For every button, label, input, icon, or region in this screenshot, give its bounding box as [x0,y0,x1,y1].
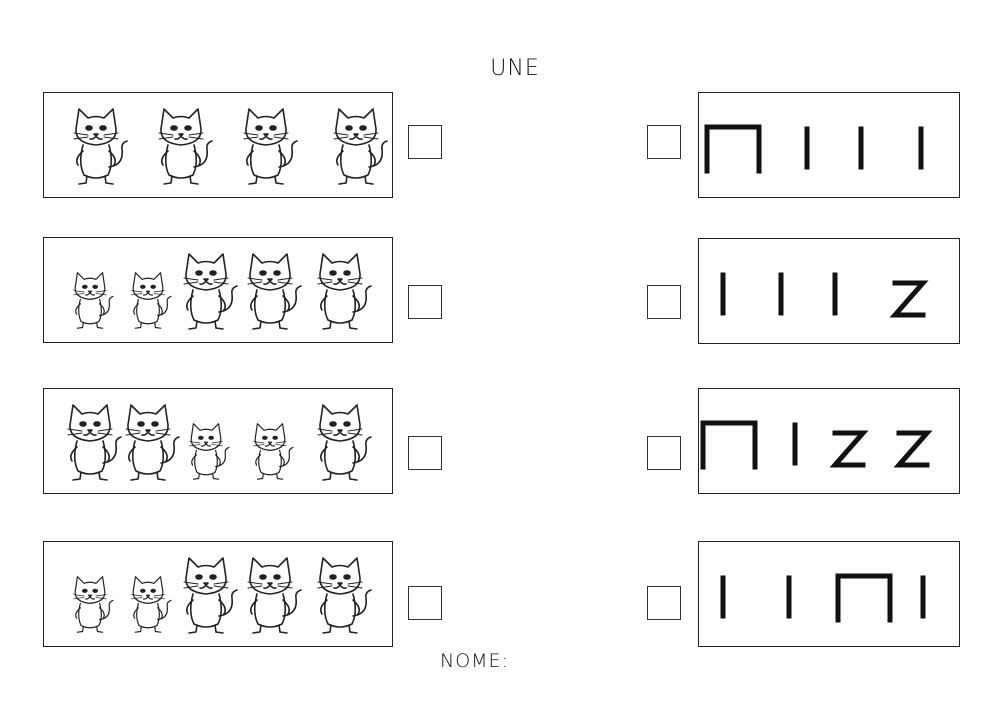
big-cat-icon [183,253,238,330]
big-cat-icon [158,108,213,185]
cat-group-box-3 [43,388,393,494]
symbol-sequence-2 [720,272,929,318]
answer-checkbox-cats-1[interactable] [408,125,442,159]
cat-illustrations-3 [67,404,372,481]
small-cat-icon [189,423,230,480]
answer-checkbox-symbols-1[interactable] [647,125,681,159]
cat-group-box-2 [43,237,393,343]
answer-checkbox-symbols-2[interactable] [647,285,681,319]
cat-group-box-1 [43,92,393,198]
answer-checkbox-symbols-3[interactable] [647,436,681,470]
big-cat-icon [243,108,298,185]
symbol-gate-icon [835,573,893,623]
big-cat-icon [67,404,122,481]
small-cat-icon [131,272,172,329]
big-cat-icon [317,253,372,330]
symbol-group-box-4 [698,541,960,647]
answer-checkbox-cats-3[interactable] [408,436,442,470]
small-cat-icon [253,423,294,480]
worksheet-title: UNE [490,56,540,81]
cat-group-box-4 [43,541,393,647]
answer-checkbox-symbols-4[interactable] [647,586,681,620]
symbol-group-box-2 [698,238,960,344]
symbol-group-box-1 [698,92,960,198]
small-cat-icon [131,576,172,633]
big-cat-icon [317,557,372,634]
symbol-z-icon [889,280,929,318]
big-cat-icon [125,404,180,481]
symbol-gate-icon [704,124,762,174]
big-cat-icon [333,108,388,185]
big-cat-icon [317,404,372,481]
small-cat-icon [73,576,114,633]
symbol-sequence-4 [720,573,926,623]
symbol-z-icon [893,430,933,468]
big-cat-icon [73,108,128,185]
symbol-sequence-1 [704,124,924,174]
symbol-sequence-3 [700,420,933,470]
name-field-label: NOME: [440,650,509,672]
symbol-gate-icon [700,420,758,470]
symbol-z-icon [829,430,869,468]
big-cat-icon [183,557,238,634]
cat-illustrations-2 [73,253,372,330]
big-cat-icon [247,557,302,634]
symbol-group-box-3 [698,388,960,494]
answer-checkbox-cats-2[interactable] [408,285,442,319]
small-cat-icon [73,272,114,329]
answer-checkbox-cats-4[interactable] [408,586,442,620]
cat-illustrations-4 [73,557,372,634]
cat-illustrations-1 [73,108,388,185]
big-cat-icon [247,253,302,330]
